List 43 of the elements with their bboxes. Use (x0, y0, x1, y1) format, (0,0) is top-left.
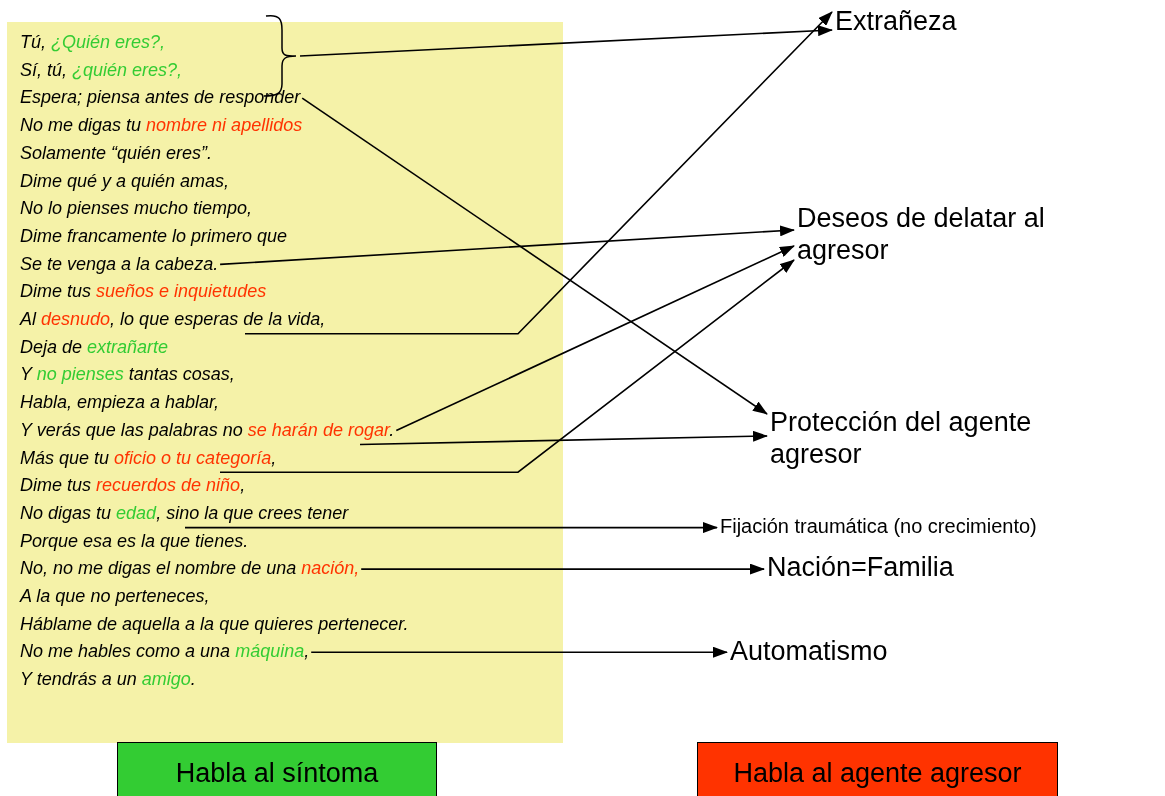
effect-label: Nación=Familia (767, 552, 954, 584)
arrow (219, 225, 795, 266)
poem-line: A la que no perteneces, (20, 583, 210, 611)
poem-line: No, no me digas el nombre de una nación, (20, 555, 360, 583)
poem-line: Dime tus recuerdos de niño, (20, 472, 246, 500)
poem-line: Y verás que las palabras no se harán de rogar. (20, 416, 395, 445)
poem-line: No me digas tu nombre ni apellidos (20, 112, 303, 140)
poem-line: Dime tus sueños e inquietudes (20, 278, 267, 306)
arrow (395, 245, 795, 432)
poem-line: Dime francamente lo primero que (20, 222, 288, 251)
poem-line: Porque esa es la que tienes. (20, 527, 249, 556)
arrow (184, 522, 718, 534)
effect-label: Fijación traumática (no crecimiento) (720, 515, 1037, 538)
arrow (301, 97, 768, 415)
effect-label: Automatismo (730, 636, 888, 668)
poem-line: Y tendrás a un amigo. (20, 666, 196, 694)
poem-line: Habla, empieza a hablar, (20, 389, 220, 417)
poem-line: No digas tu edad, sino la que crees tener (20, 499, 349, 528)
effect-label: Protección del agente agresor (770, 406, 1100, 471)
poem-line: No me hables como a una máquina, (20, 638, 310, 667)
arrow (244, 11, 833, 335)
poem-line: Se te venga a la cabeza. (20, 250, 219, 279)
arrow (299, 25, 833, 57)
poem-line: Solamente “quién eres”. (20, 139, 213, 168)
effect-label: Deseos de delatar al agresor (797, 202, 1097, 267)
poem-panel (7, 22, 563, 743)
poem-line: Dime qué y a quién amas, (20, 167, 230, 196)
poem-line: Háblame de aquella a la que quieres pertenecer. (20, 610, 409, 639)
poem-line: Deja de extrañarte (20, 333, 169, 362)
category-box: Habla al síntoma (117, 742, 437, 796)
category-box: Habla al agente agresor (697, 742, 1058, 796)
effect-label: Extrañeza (835, 6, 957, 38)
arrow (310, 646, 728, 658)
poem-line: Más que tu oficio o tu categoría, (20, 444, 277, 473)
poem-line: Sí, tú, ¿quién eres?, (20, 56, 183, 85)
poem-line: Y no pienses tantas cosas, (20, 361, 235, 390)
arrow (219, 259, 795, 473)
poem-line: Tú, ¿Quién eres?, (20, 29, 166, 57)
poem-line: Espera; piensa antes de responder (20, 84, 301, 113)
arrow (360, 563, 765, 575)
poem-line: No lo pienses mucho tiempo, (20, 195, 253, 223)
poem-line: Al desnudo, lo que esperas de la vida, (20, 306, 326, 334)
arrow (359, 430, 768, 446)
